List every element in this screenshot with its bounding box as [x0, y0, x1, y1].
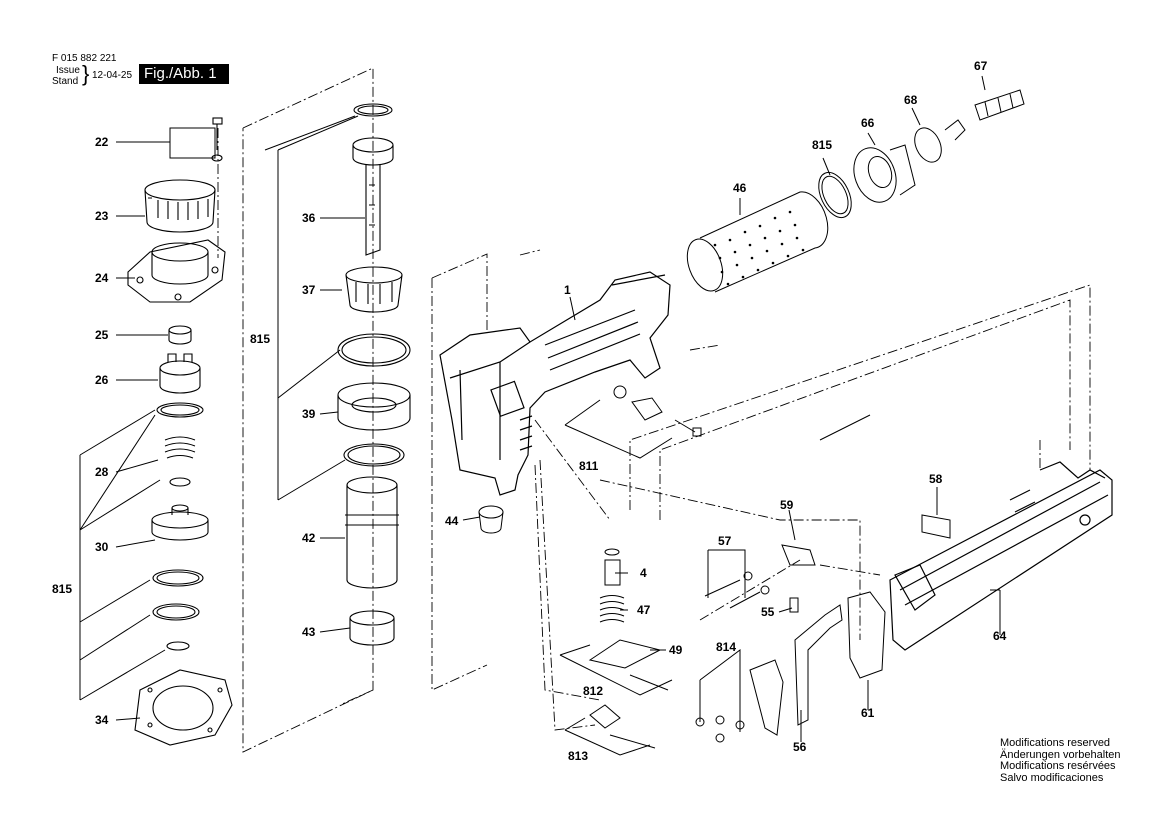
issue-label: Issue [56, 65, 80, 76]
stand-label: Stand [52, 76, 79, 87]
part-label-812: 812 [583, 684, 604, 698]
modifications-note: Modifications reserved Änderungen vorbeh… [1000, 737, 1121, 784]
modifications-line-es: Salvo modificaciones [1000, 771, 1104, 784]
part-label-56: 56 [793, 740, 807, 754]
part-label-55: 55 [761, 605, 775, 619]
part-label-34: 34 [95, 713, 109, 727]
part-label-39: 39 [302, 407, 316, 421]
part-label-66: 66 [861, 116, 875, 130]
part-label-67: 67 [974, 59, 988, 73]
part-label-814: 814 [716, 640, 737, 654]
part-label-813: 813 [568, 749, 589, 763]
modifications-line-de: Änderungen vorbehalten [1000, 748, 1121, 761]
part-label-58: 58 [929, 472, 943, 486]
modifications-line-fr: Modifications resérvées [1000, 760, 1116, 772]
part-label-23: 23 [95, 209, 109, 223]
document-number: F 015 882 221 [52, 53, 117, 64]
part-label-815-right: 815 [812, 138, 833, 152]
figure-label: Fig./Abb. 1 [139, 64, 229, 84]
part-label-22: 22 [95, 135, 109, 149]
part-label-44: 44 [445, 514, 459, 528]
part-label-28: 28 [95, 465, 109, 479]
part-label-46: 46 [733, 181, 747, 195]
part-label-59: 59 [780, 498, 794, 512]
part-label-43: 43 [302, 625, 316, 639]
part-label-64: 64 [993, 629, 1007, 643]
part-label-37: 37 [302, 283, 316, 297]
part-label-811: 811 [579, 459, 599, 473]
part-label-42: 42 [302, 531, 316, 545]
part-label-815-middle: 815 [250, 332, 271, 346]
part-label-49: 49 [669, 643, 683, 657]
part-label-61: 61 [861, 706, 875, 720]
part-label-26: 26 [95, 373, 109, 387]
part-label-47: 47 [637, 603, 651, 617]
part-label-68: 68 [904, 93, 918, 107]
part-label-57: 57 [718, 534, 732, 548]
issue-date: 12-04-25 [92, 70, 133, 81]
part-label-30: 30 [95, 540, 109, 554]
part-label-4: 4 [640, 566, 647, 580]
modifications-line-en: Modifications reserved [1000, 737, 1111, 749]
part-label-36: 36 [302, 211, 316, 225]
part-label-24: 24 [95, 271, 109, 285]
part-label-1: 1 [564, 283, 571, 297]
brace-glyph: } [82, 61, 90, 86]
part-label-25: 25 [95, 328, 109, 342]
part-label-815-left: 815 [52, 582, 73, 596]
sleeve-perforations [713, 210, 805, 286]
